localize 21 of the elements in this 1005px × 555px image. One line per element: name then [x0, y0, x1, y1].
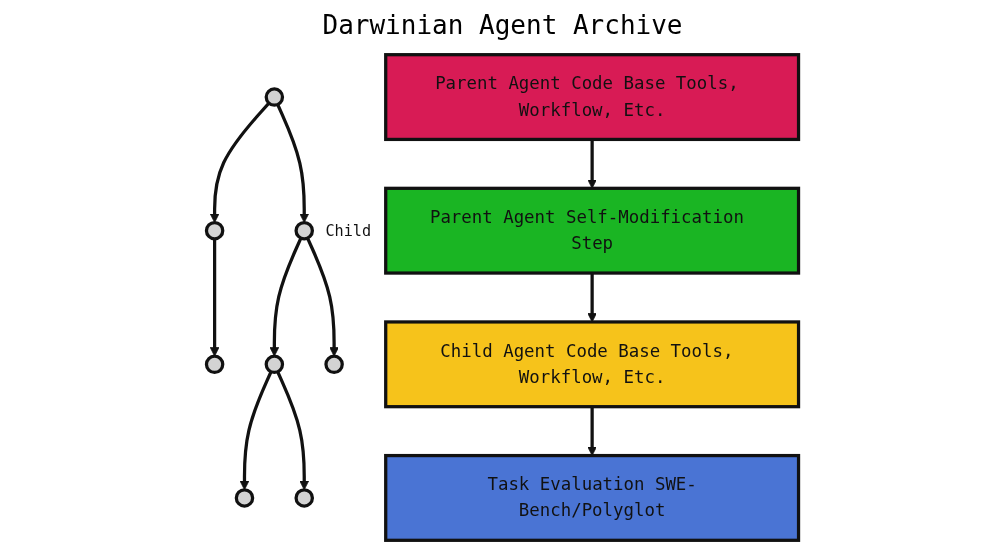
node-circle — [324, 354, 344, 375]
arrow — [209, 238, 220, 357]
arrow — [269, 237, 303, 357]
node-caption: Child — [325, 222, 372, 241]
node-circle — [204, 354, 225, 375]
node-circle — [294, 488, 314, 508]
node-box: Task Evaluation SWE-Bench/Polyglot — [384, 453, 801, 542]
arrow — [209, 102, 271, 223]
node-box: Parent Agent Code Base Tools, Workflow, Etc. — [384, 53, 801, 142]
node-circle — [264, 354, 285, 375]
arrow — [587, 139, 597, 189]
node-circle — [264, 87, 285, 107]
node-box: Child Agent Code Base Tools, Workflow, Etc. — [384, 320, 801, 409]
node-circle — [234, 488, 255, 508]
arrow — [306, 237, 339, 357]
node-box: Parent Agent Self-Modification Step — [384, 186, 801, 275]
arrow — [587, 406, 597, 456]
node-circle — [294, 220, 314, 241]
node-circle — [204, 220, 225, 241]
diagram-title: Darwinian Agent Archive — [322, 10, 683, 40]
arrow — [276, 103, 309, 223]
